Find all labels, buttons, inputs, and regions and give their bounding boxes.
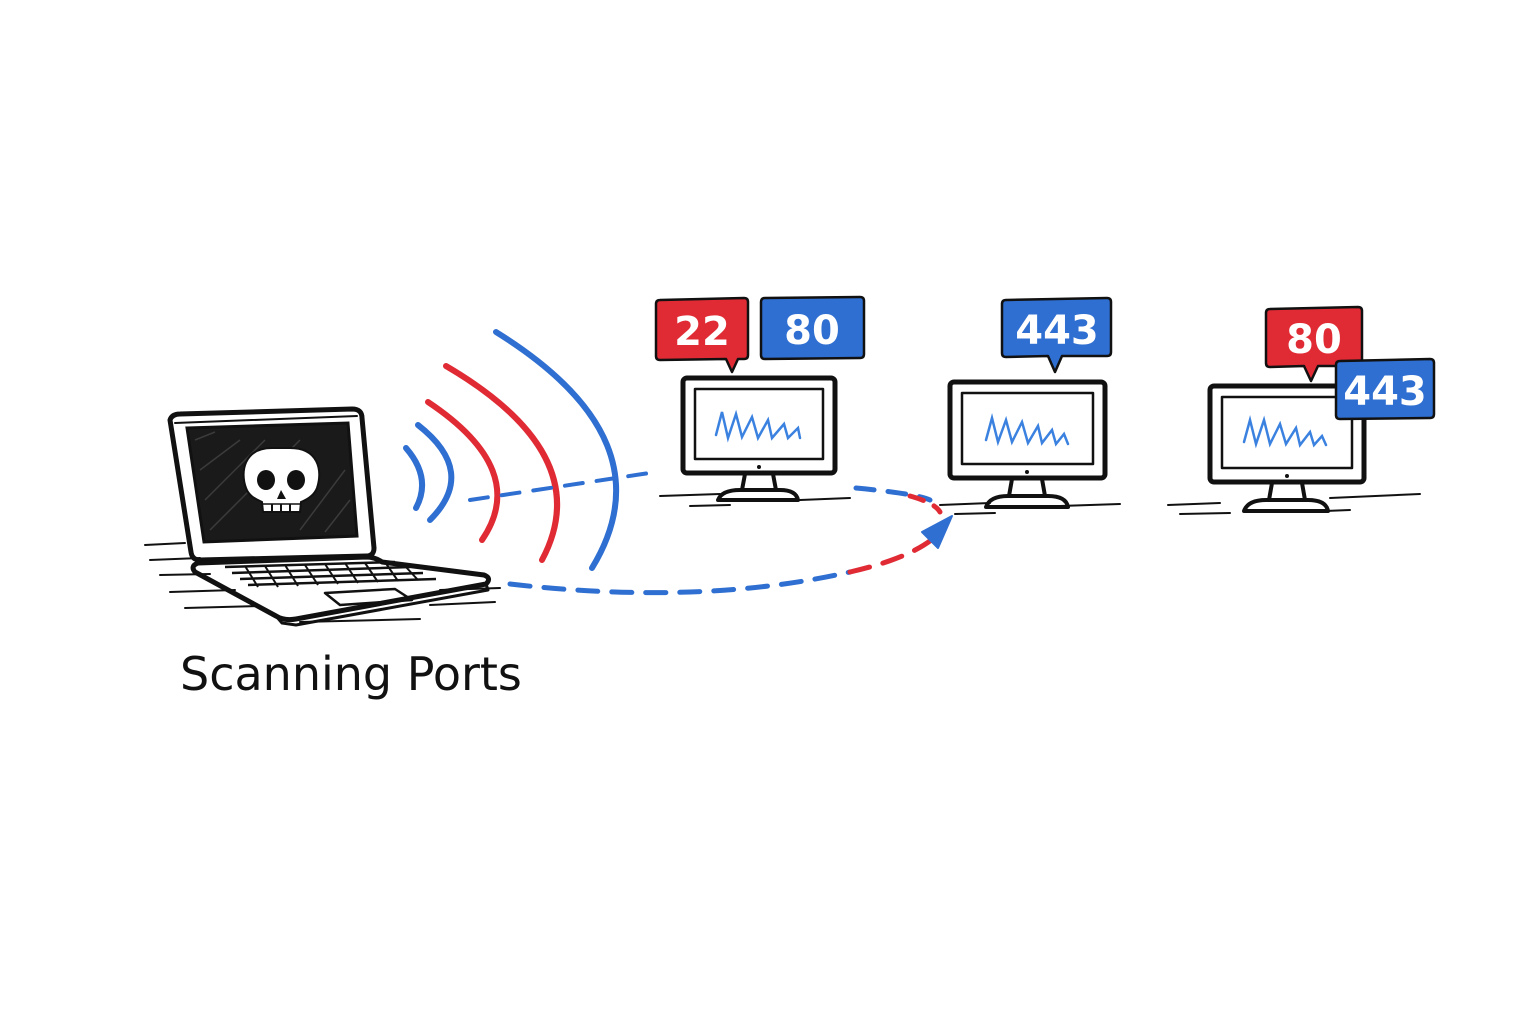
port-badge-80-bubble [759,295,866,361]
port-label-443-server-3: 443 [1343,369,1427,415]
port-badge-443-server-3: 443 [1334,357,1436,421]
port-badge-443-server-3-bubble [1334,357,1436,421]
probe-path-top-arc-red [907,493,943,515]
probe-paths [468,470,953,596]
port-badge-22-bubble [654,296,750,374]
port-badge-443-bubble [1000,296,1113,374]
scan-wave-1 [403,445,425,511]
port-badge-22: 22 [654,296,750,374]
scan-wave-2 [415,422,455,523]
port-label-80-server-3: 80 [1286,317,1342,363]
diagram-caption: Scanning Ports [180,647,522,701]
monitor-1-frame [680,375,838,476]
port-label-443: 443 [1015,308,1099,354]
monitor-3-screen-scribble [1242,415,1328,449]
probe-path-straight [468,470,658,502]
monitor-3-frame [1207,383,1367,485]
attacker-laptop [144,406,501,627]
probe-path-top-arc [853,485,933,503]
probe-path-curve-red [847,527,945,575]
probe-path-curve-blue [507,569,853,596]
scan-wave-3 [425,399,501,543]
server-monitor-3 [1167,383,1421,515]
monitor-2-frame [947,379,1108,481]
server-monitor-1 [659,375,851,507]
port-badge-80-server-3: 80 [1264,305,1364,383]
server-monitor-2 [939,379,1121,515]
probe-arrowhead [921,515,953,549]
laptop-lid [167,406,377,563]
laptop-trackpad [323,587,414,607]
port-badge-80: 80 [759,295,866,361]
port-badge-443: 443 [1000,296,1113,374]
monitor-2-screen-scribble [984,413,1070,447]
port-label-22: 22 [674,309,730,355]
skull-icon [242,447,321,513]
port-label-80: 80 [784,308,840,354]
scan-wave-5 [493,329,619,571]
scan-wave-4 [443,363,560,563]
scan-waves [403,329,619,571]
monitor-1-screen-scribble [714,409,802,443]
